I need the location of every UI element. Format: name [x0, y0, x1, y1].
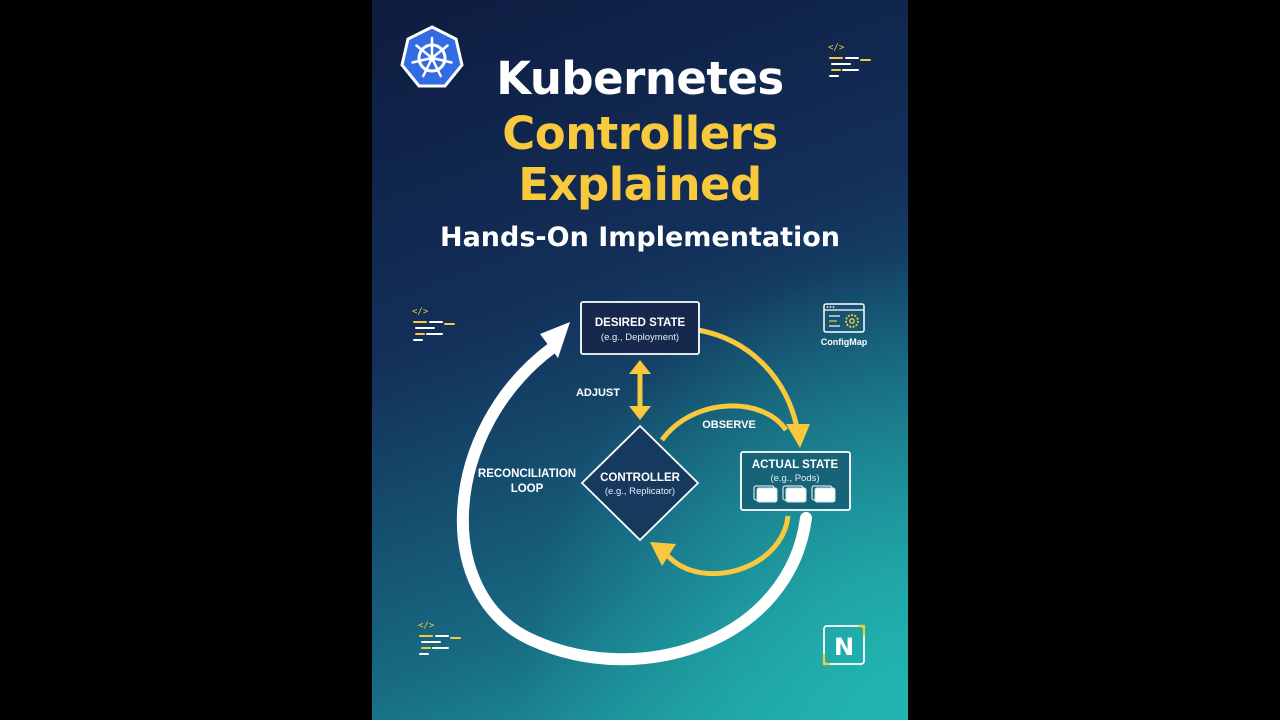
- code-file-icon: </>: [412, 307, 455, 341]
- observe-label: OBSERVE: [702, 419, 756, 431]
- n-logo-icon: N: [822, 624, 866, 666]
- arrow-head: [650, 542, 676, 566]
- kubernetes-logo-icon: [400, 25, 464, 88]
- svg-text:</>: </>: [828, 43, 845, 53]
- adjust-double-arrow: [629, 360, 651, 420]
- configmap-icon: [823, 303, 865, 333]
- actual-state-detail: (e.g., Pods): [770, 473, 819, 484]
- poster: Kubernetes Controllers Explained Hands-O…: [372, 0, 908, 720]
- desired-state-detail: (e.g., Deployment): [601, 332, 679, 343]
- svg-text:N: N: [834, 633, 854, 661]
- pod-icon: [811, 485, 836, 503]
- code-file-icon: </>: [828, 43, 871, 77]
- pod-icon: [782, 485, 807, 503]
- observe-arrow: [659, 403, 789, 442]
- actual-state-box: ACTUAL STATE (e.g., Pods): [740, 451, 851, 511]
- pod-icon: [753, 485, 778, 503]
- actual-state-title: ACTUAL STATE: [752, 459, 839, 471]
- controller-detail: (e.g., Replicator): [605, 486, 675, 497]
- controller-diamond: CONTROLLER (e.g., Replicator): [580, 424, 700, 542]
- configmap-label: ConfigMap: [821, 337, 868, 347]
- subtitle: Hands-On Implementation: [439, 222, 841, 253]
- title-line-2: Controllers: [502, 107, 778, 160]
- controller-diagram: </> </> </>: [400, 25, 871, 666]
- desired-state-title: DESIRED STATE: [595, 317, 686, 329]
- svg-text:</>: </>: [418, 621, 435, 631]
- title-line-3: Explained: [518, 158, 762, 211]
- loop-label-line-1: RECONCILIATION: [478, 468, 576, 480]
- arrow-head: [786, 424, 810, 448]
- desired-to-actual-arrow: [697, 327, 800, 429]
- desired-state-box: DESIRED STATE (e.g., Deployment): [580, 301, 700, 355]
- code-file-icon: </>: [418, 621, 461, 655]
- svg-text:</>: </>: [412, 307, 429, 317]
- reconciliation-loop-arrow: [456, 322, 812, 666]
- title-line-1: Kubernetes: [496, 52, 784, 105]
- loop-label-line-2: LOOP: [511, 483, 544, 495]
- controller-title: CONTROLLER: [600, 472, 681, 484]
- actual-to-controller-arrow: [666, 515, 791, 577]
- adjust-label: ADJUST: [576, 387, 620, 399]
